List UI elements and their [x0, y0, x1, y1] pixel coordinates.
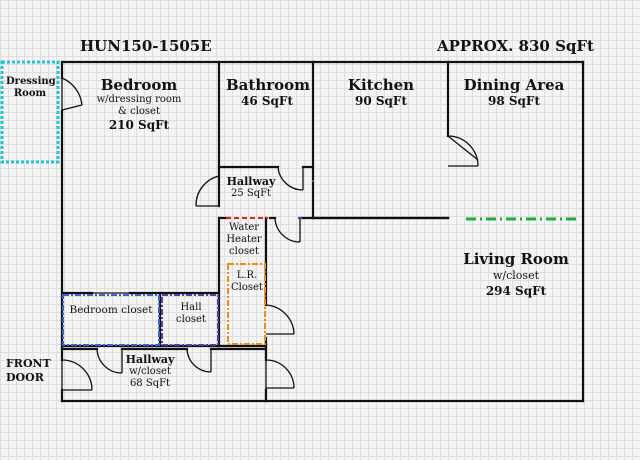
- living-room-label: Living Room w/closet 294 SqFt: [460, 250, 572, 298]
- front-door-line2: DOOR: [6, 371, 44, 384]
- bedroom-closet-label: Bedroom closet: [69, 304, 153, 316]
- hallway-lower-name: Hallway: [125, 353, 175, 366]
- doors: [61, 77, 479, 391]
- lr-closet-outline: [227, 263, 266, 345]
- living-room-name: Living Room: [463, 250, 569, 268]
- door-lr-closet: [265, 304, 295, 335]
- hallway-upper-area: 25 SqFt: [230, 188, 272, 199]
- bedroom-closet-outline: [62, 294, 160, 346]
- bedroom-note1: w/dressing room: [96, 94, 182, 105]
- hallway-upper-name: Hallway: [226, 175, 276, 188]
- door-front: [61, 359, 93, 391]
- hall-closet-label: Hall closet: [166, 302, 216, 326]
- kitchen-name: Kitchen: [347, 76, 415, 94]
- approx-area: APPROX. 830 SqFt: [437, 37, 594, 55]
- dressing-room-outline: [0, 60, 60, 164]
- bedroom-label: Bedroom w/dressing room & closet 210 SqF…: [84, 76, 194, 132]
- door-hall-closet: [186, 348, 212, 373]
- lr-closet-label: L.R. Closet: [229, 270, 265, 294]
- dining-area-label: Dining Area 98 SqFt: [463, 76, 565, 108]
- hallway-lower-note: w/closet: [129, 366, 171, 377]
- hall-closet-outline: [161, 294, 219, 346]
- door-dressing-room: [61, 77, 83, 111]
- hall-closet-line1: Hall: [180, 302, 202, 313]
- hallway-lower-area: 68 SqFt: [129, 378, 171, 389]
- water-heater-line3: closet: [229, 246, 259, 257]
- bedroom-note2: & closet: [118, 106, 160, 117]
- door-bathroom: [277, 166, 304, 191]
- water-heater-line1: Water: [228, 222, 260, 233]
- dressing-room-line1: Dressing: [6, 76, 56, 87]
- hallway-lower-label: Hallway w/closet 68 SqFt: [118, 353, 182, 390]
- hall-closet-line2: closet: [176, 314, 206, 325]
- bathroom-area: 46 SqFt: [241, 94, 293, 108]
- bedroom-area: 210 SqFt: [108, 118, 170, 132]
- bathroom-label: Bathroom 46 SqFt: [226, 76, 311, 108]
- door-dining: [447, 135, 479, 167]
- kitchen-label: Kitchen 90 SqFt: [335, 76, 427, 108]
- lr-closet-line1: L.R.: [236, 270, 258, 281]
- hallway-upper-label: Hallway 25 SqFt: [226, 175, 276, 200]
- door-water-heater: [274, 217, 301, 243]
- front-door-line1: FRONT: [6, 357, 51, 370]
- door-living-room: [265, 359, 295, 390]
- water-heater-line2: Heater: [226, 234, 262, 245]
- dining-area-name: Dining Area: [463, 76, 565, 94]
- dining-area-area: 98 SqFt: [488, 94, 540, 108]
- dressing-room-line2: Room: [13, 88, 47, 99]
- lr-closet-line2: Closet: [231, 282, 263, 293]
- bedroom-name: Bedroom: [100, 76, 178, 94]
- water-heater-label: Water Heater closet: [223, 222, 265, 258]
- walls: [60, 60, 585, 403]
- living-room-area: 294 SqFt: [485, 284, 547, 298]
- living-room-note: w/closet: [493, 269, 539, 282]
- front-door-label: FRONT DOOR: [6, 357, 51, 385]
- bathroom-name: Bathroom: [226, 76, 311, 94]
- unit-id: HUN150-1505E: [80, 37, 212, 55]
- door-bedroom-hall: [195, 175, 220, 207]
- kitchen-area: 90 SqFt: [355, 94, 407, 108]
- dressing-room-label: Dressing Room: [6, 76, 56, 100]
- door-hallway-bedroom: [96, 348, 123, 374]
